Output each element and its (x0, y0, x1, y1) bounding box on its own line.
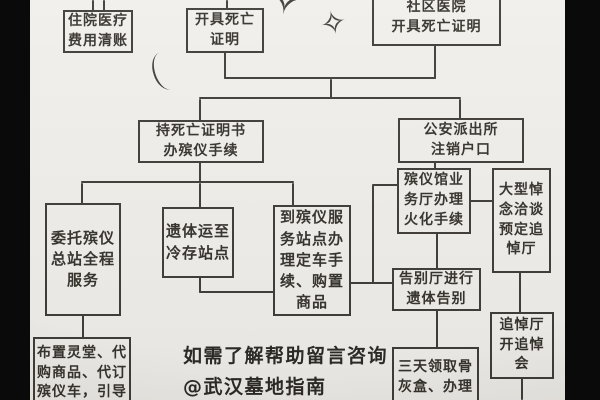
flow-node-community-hospital-cert: 社区医院开具死亡证明 (372, 0, 501, 46)
flow-node-body-to-cold-storage: 遗体运至冷存站点 (162, 207, 234, 278)
flow-edge-entrust-down (82, 315, 84, 338)
flow-node-line: 火化手续 (404, 211, 464, 228)
flow-node-line: 服务 (66, 271, 99, 290)
flow-node-line: 开具死亡证明 (391, 19, 482, 35)
flow-edge-farewell-to-ashes (436, 310, 438, 348)
flow-node-line: 开具死亡 (195, 11, 255, 28)
flow-node-line: 开追悼 (499, 336, 545, 353)
flow-node-line: 续、购置 (279, 272, 344, 291)
flow-node-hold-cert-funeral-procedures: 持死亡证明书办殡仪手续 (138, 120, 264, 163)
flow-edge-meeting-down (521, 378, 523, 400)
flow-edge-police-to-cremation (434, 162, 436, 170)
flow-node-police-cancel-hukou: 公安派出所注销户口 (398, 118, 524, 163)
letterbox-right (565, 0, 600, 400)
sparkle-arc-icon (147, 49, 183, 93)
flow-edge-level3-hline (81, 181, 294, 183)
flow-edge-stub-top-a2 (103, 0, 105, 11)
flow-node-line: 住院医疗 (68, 12, 128, 29)
flow-node-line: 追悼厅 (499, 316, 545, 333)
flow-edge-drop-police (459, 99, 461, 119)
flow-node-entrust-full-service: 委托殡仪总站全程服务 (45, 203, 121, 316)
sparkle-small-icon: ✧ (315, 1, 352, 45)
flow-node-hospital-billing: 住院医疗费用清账 (63, 10, 133, 53)
flow-node-line: 会 (514, 356, 530, 373)
flow-node-line: 注销户口 (431, 141, 491, 158)
flow-node-memorial-meeting: 追悼厅开追悼会 (490, 312, 554, 379)
flow-node-line: 办殡仪手续 (163, 142, 239, 159)
caption-line-2: @武汉墓地指南 (183, 376, 327, 398)
flow-edge-drop-funeral-procedures (199, 99, 201, 121)
flow-edge-cold-storage-down (199, 277, 201, 293)
flow-edge-cremation-to-memorial-hall (470, 200, 493, 202)
flow-node-arrange-mourning-hall: 布置灵堂、代购商品、代订殡仪车，引导 (33, 337, 131, 400)
flow-edge-c-to-merge (434, 45, 436, 79)
flow-edge-drop-entrust (81, 183, 83, 204)
flow-node-line: 灰盒、办理 (398, 379, 473, 395)
caption: 如需了解帮助留言咨询 @武汉墓地指南 (183, 341, 388, 400)
flow-node-line: 总站全程 (50, 249, 115, 268)
flow-node-line: 殡仪车，引导 (37, 384, 127, 400)
flow-node-line: 到殡仪服 (279, 208, 344, 227)
flow-node-line: 大型悼 (499, 181, 544, 198)
flow-node-line: 证明 (210, 31, 240, 48)
flow-edge-b-to-merge (224, 52, 226, 79)
flow-node-farewell-hall: 告别厅进行遗体告别 (392, 268, 481, 311)
flow-node-line: 公安派出所 (423, 121, 499, 138)
flow-node-line: 遗体运至 (165, 222, 230, 241)
flow-node-line: 社区医院 (406, 0, 467, 16)
flow-node-line: 商品 (295, 293, 328, 312)
flow-edge-station-up-elbow-h (372, 184, 398, 186)
flow-node-memorial-hall-booking: 大型悼念洽谈预定追悼厅 (492, 168, 551, 273)
flow-node-line: 委托殡仪 (50, 228, 115, 247)
flow-edge-station-up-elbow-v (372, 185, 374, 284)
flow-node-line: 购商品、代订 (37, 364, 127, 381)
sparkle-large-icon: ✧ (261, 0, 310, 29)
flow-node-line: 冷存站点 (165, 243, 230, 262)
flow-node-collect-ashes: 三天领取骨灰盒、办理 (392, 347, 479, 400)
flow-edge-stub-top-b (226, 0, 228, 9)
flow-node-line: 持死亡证明书 (156, 122, 246, 139)
flow-node-line: 殡仪馆业 (404, 172, 464, 189)
flow-edge-merge-hline (224, 77, 436, 79)
flow-node-service-station-booking: 到殡仪服务站点办理定车手续、购置商品 (273, 205, 351, 316)
flow-node-cremation-procedures: 殡仪馆业务厅办理火化手续 (397, 168, 471, 234)
flow-node-line: 务站点办 (279, 229, 344, 248)
flow-edge-cremation-to-farewell (436, 233, 438, 269)
flow-edge-stub-top-a1 (92, 0, 94, 11)
flow-edge-level2-hline (199, 97, 461, 99)
flow-node-line: 念洽谈 (499, 201, 544, 218)
flow-edge-cold-storage-to-station (199, 291, 275, 293)
caption-line-1: 如需了解帮助留言咨询 (183, 345, 389, 367)
letterbox-left (0, 0, 30, 400)
flow-edge-drop-cold-storage (199, 183, 201, 208)
flow-node-line: 悼厅 (506, 241, 537, 258)
flow-edge-drop-service-station (292, 183, 294, 206)
flow-node-line: 费用清账 (68, 32, 128, 49)
flow-node-line: 理定车手 (279, 250, 344, 269)
flow-node-issue-death-cert: 开具死亡证明 (186, 8, 264, 53)
flow-edge-merge-drop (330, 79, 332, 99)
flow-edge-funeral-procedures-down (199, 161, 201, 183)
flow-node-line: 告别厅进行 (399, 270, 474, 287)
flow-node-line: 遗体告别 (406, 290, 467, 307)
flow-node-line: 布置灵堂、代 (37, 344, 127, 361)
flow-edge-memorial-hall-to-meeting (519, 272, 521, 313)
flow-node-line: 三天领取骨 (398, 359, 473, 376)
flow-node-line: 务厅办理 (404, 192, 464, 209)
flow-node-line: 预定追 (499, 221, 544, 238)
